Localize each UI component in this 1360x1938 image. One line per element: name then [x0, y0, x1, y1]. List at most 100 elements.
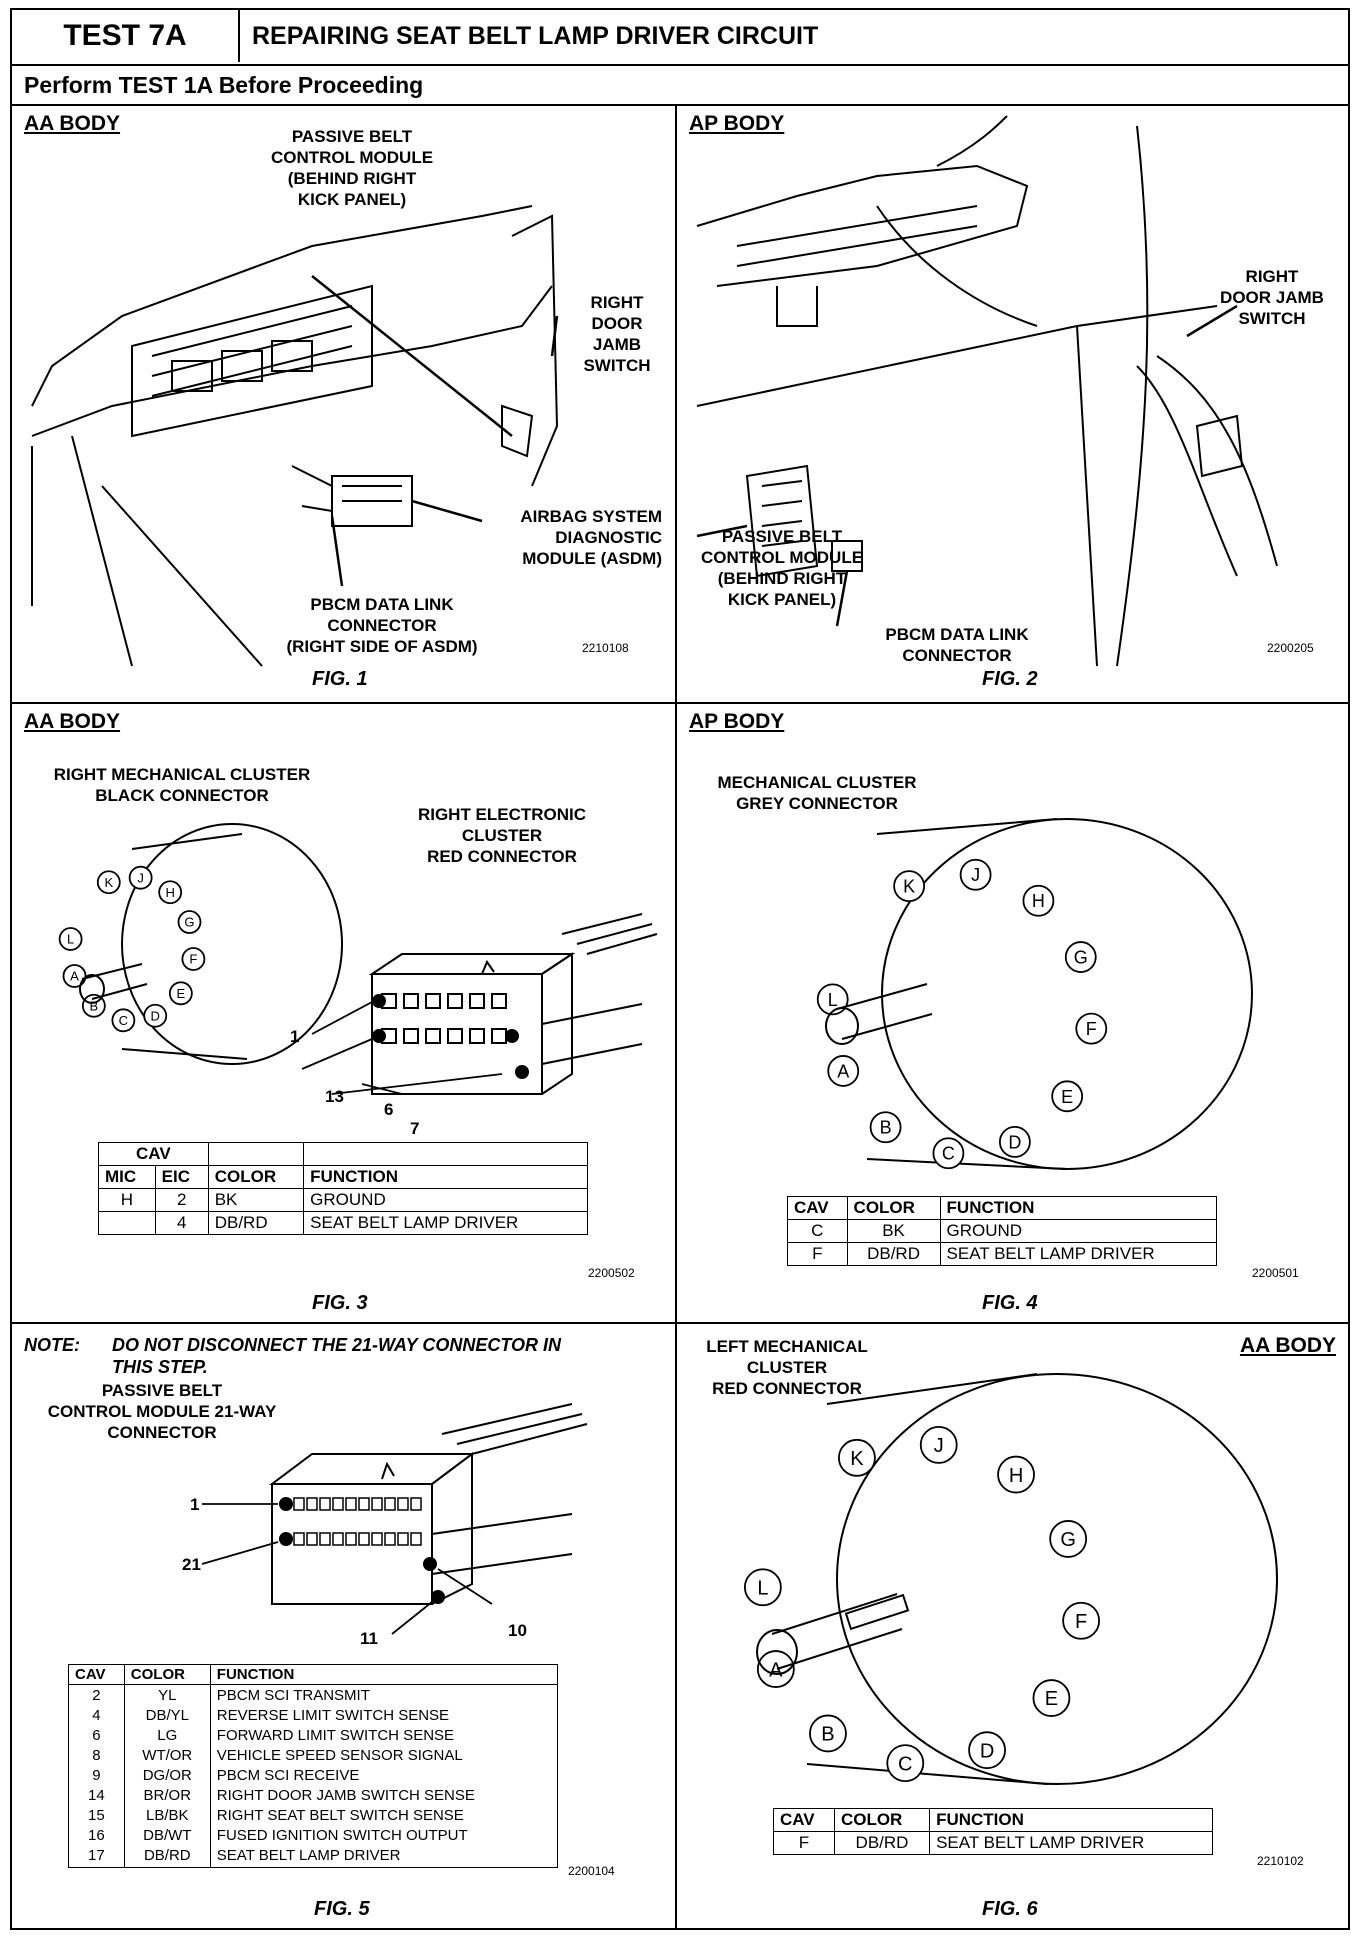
fig3-pin-13: 13 [325, 1087, 344, 1106]
fig5-pin-10: 10 [508, 1621, 527, 1640]
fig4-pin-label: K [903, 877, 915, 897]
fig3-caption: FIG. 3 [312, 1292, 368, 1314]
fig4-pin-label: G [1074, 948, 1088, 968]
fig3-pin-l [58, 927, 83, 951]
fig6-pin-b [809, 1714, 847, 1753]
fig6-pin-g [1049, 1520, 1088, 1558]
connector-cavity [319, 1497, 331, 1511]
fig4-pin-label: A [837, 1061, 849, 1081]
fig3-pin-e [168, 981, 193, 1006]
fig3-th-mic: MIC [98, 1165, 156, 1189]
fig6-pin-d [968, 1731, 1006, 1770]
fig5-code: 2200104 [568, 1864, 615, 1878]
fig3-pin-f [181, 947, 206, 971]
fig3-pin-label: C [119, 1013, 128, 1028]
fig5-caption: FIG. 5 [314, 1898, 370, 1920]
fig6-pin-k [838, 1438, 876, 1477]
fig3-pin-h [158, 880, 183, 905]
fig6-pin-label: B [821, 1724, 834, 1746]
fig2-code: 2200205 [1267, 641, 1314, 655]
fig4-pin-label: H [1032, 891, 1045, 911]
fig6-caption: FIG. 6 [982, 1898, 1038, 1920]
fig5-th-cav: CAV [68, 1664, 125, 1685]
fig6-pin-c [886, 1744, 925, 1783]
page-subtitle: Perform TEST 1A Before Proceeding [12, 64, 1348, 106]
connector-cavity [306, 1497, 318, 1511]
connector-cavity [293, 1497, 305, 1511]
connector-cavity [358, 1532, 370, 1546]
page-header: TEST 7A REPAIRING SEAT BELT LAMP DRIVER … [12, 10, 1348, 66]
row-divider-1 [12, 702, 1348, 704]
connector-cavity [358, 1497, 370, 1511]
connector-cavity [319, 1532, 331, 1546]
fig5-pin-21: 21 [182, 1555, 201, 1574]
fig4-pin-label: L [828, 990, 838, 1010]
fig3-pin-label: F [189, 952, 197, 967]
fig4-pin-e [1051, 1080, 1084, 1113]
fig4-th-cav: CAV [787, 1196, 848, 1220]
fig6-th-function: FUNCTION [929, 1808, 1213, 1832]
fig5-th-function: FUNCTION [209, 1664, 559, 1685]
fig6-pin-label: H [1009, 1465, 1023, 1487]
fig3-pin-label: J [137, 870, 144, 885]
connector-cavity [345, 1532, 357, 1546]
fig6-pin-f [1062, 1601, 1101, 1640]
fig6-pin-j [919, 1425, 958, 1464]
connector-cavity [397, 1532, 409, 1546]
fig6-pin-l [743, 1568, 782, 1607]
fig6-pin-label: K [850, 1448, 864, 1470]
fig6-th-color: COLOR [833, 1808, 931, 1832]
fig4-pin-j [959, 858, 992, 891]
fig4-pin-d [998, 1125, 1031, 1158]
fig6-pin-label: L [757, 1577, 768, 1599]
fig4-pin-label: C [942, 1144, 955, 1164]
fig6-pin-e [1032, 1679, 1071, 1717]
fig3-table-group-header: CAV [98, 1142, 209, 1166]
fig3-th-function: FUNCTION [303, 1165, 588, 1189]
connector-cavity [332, 1497, 344, 1511]
fig6-pin-label: F [1075, 1611, 1087, 1633]
fig4-body-tag: AP BODY [689, 710, 785, 733]
fig1-dashboard-illustration [31, 205, 559, 667]
fig1-caption: FIG. 1 [312, 668, 368, 690]
fig3-body-tag: AA BODY [24, 710, 121, 733]
fig6-pin-label: E [1045, 1688, 1058, 1710]
fig4-code: 2200501 [1252, 1266, 1299, 1280]
fig3-pin-label: G [184, 915, 194, 930]
fig6-pin-label: G [1060, 1529, 1076, 1551]
fig3-pin-6: 6 [384, 1100, 394, 1119]
fig3-pin-label: K [104, 875, 113, 890]
fig5-21way-connector [201, 1403, 588, 1635]
service-manual-page: TEST 7A REPAIRING SEAT BELT LAMP DRIVER … [10, 8, 1350, 1930]
connector-cavity [397, 1497, 409, 1511]
fig4-pin-g [1064, 941, 1097, 973]
fig2-caption: FIG. 2 [982, 668, 1038, 690]
fig4-pin-label: J [971, 865, 980, 885]
fig4-pin-l [816, 983, 849, 1016]
fig6-pin-label: A [769, 1659, 783, 1681]
connector-cavity [384, 1532, 396, 1546]
fig6-pin-label: C [898, 1753, 912, 1775]
connector-cavity [332, 1532, 344, 1546]
fig3-pin-d [143, 1003, 168, 1028]
fig4-pin-b [869, 1111, 902, 1144]
fig5-pin-1: 1 [190, 1495, 200, 1514]
row-divider-2 [12, 1322, 1348, 1324]
connector-cavity [306, 1532, 318, 1546]
test-id: TEST 7A [12, 10, 240, 62]
connector-cavity [410, 1497, 422, 1511]
